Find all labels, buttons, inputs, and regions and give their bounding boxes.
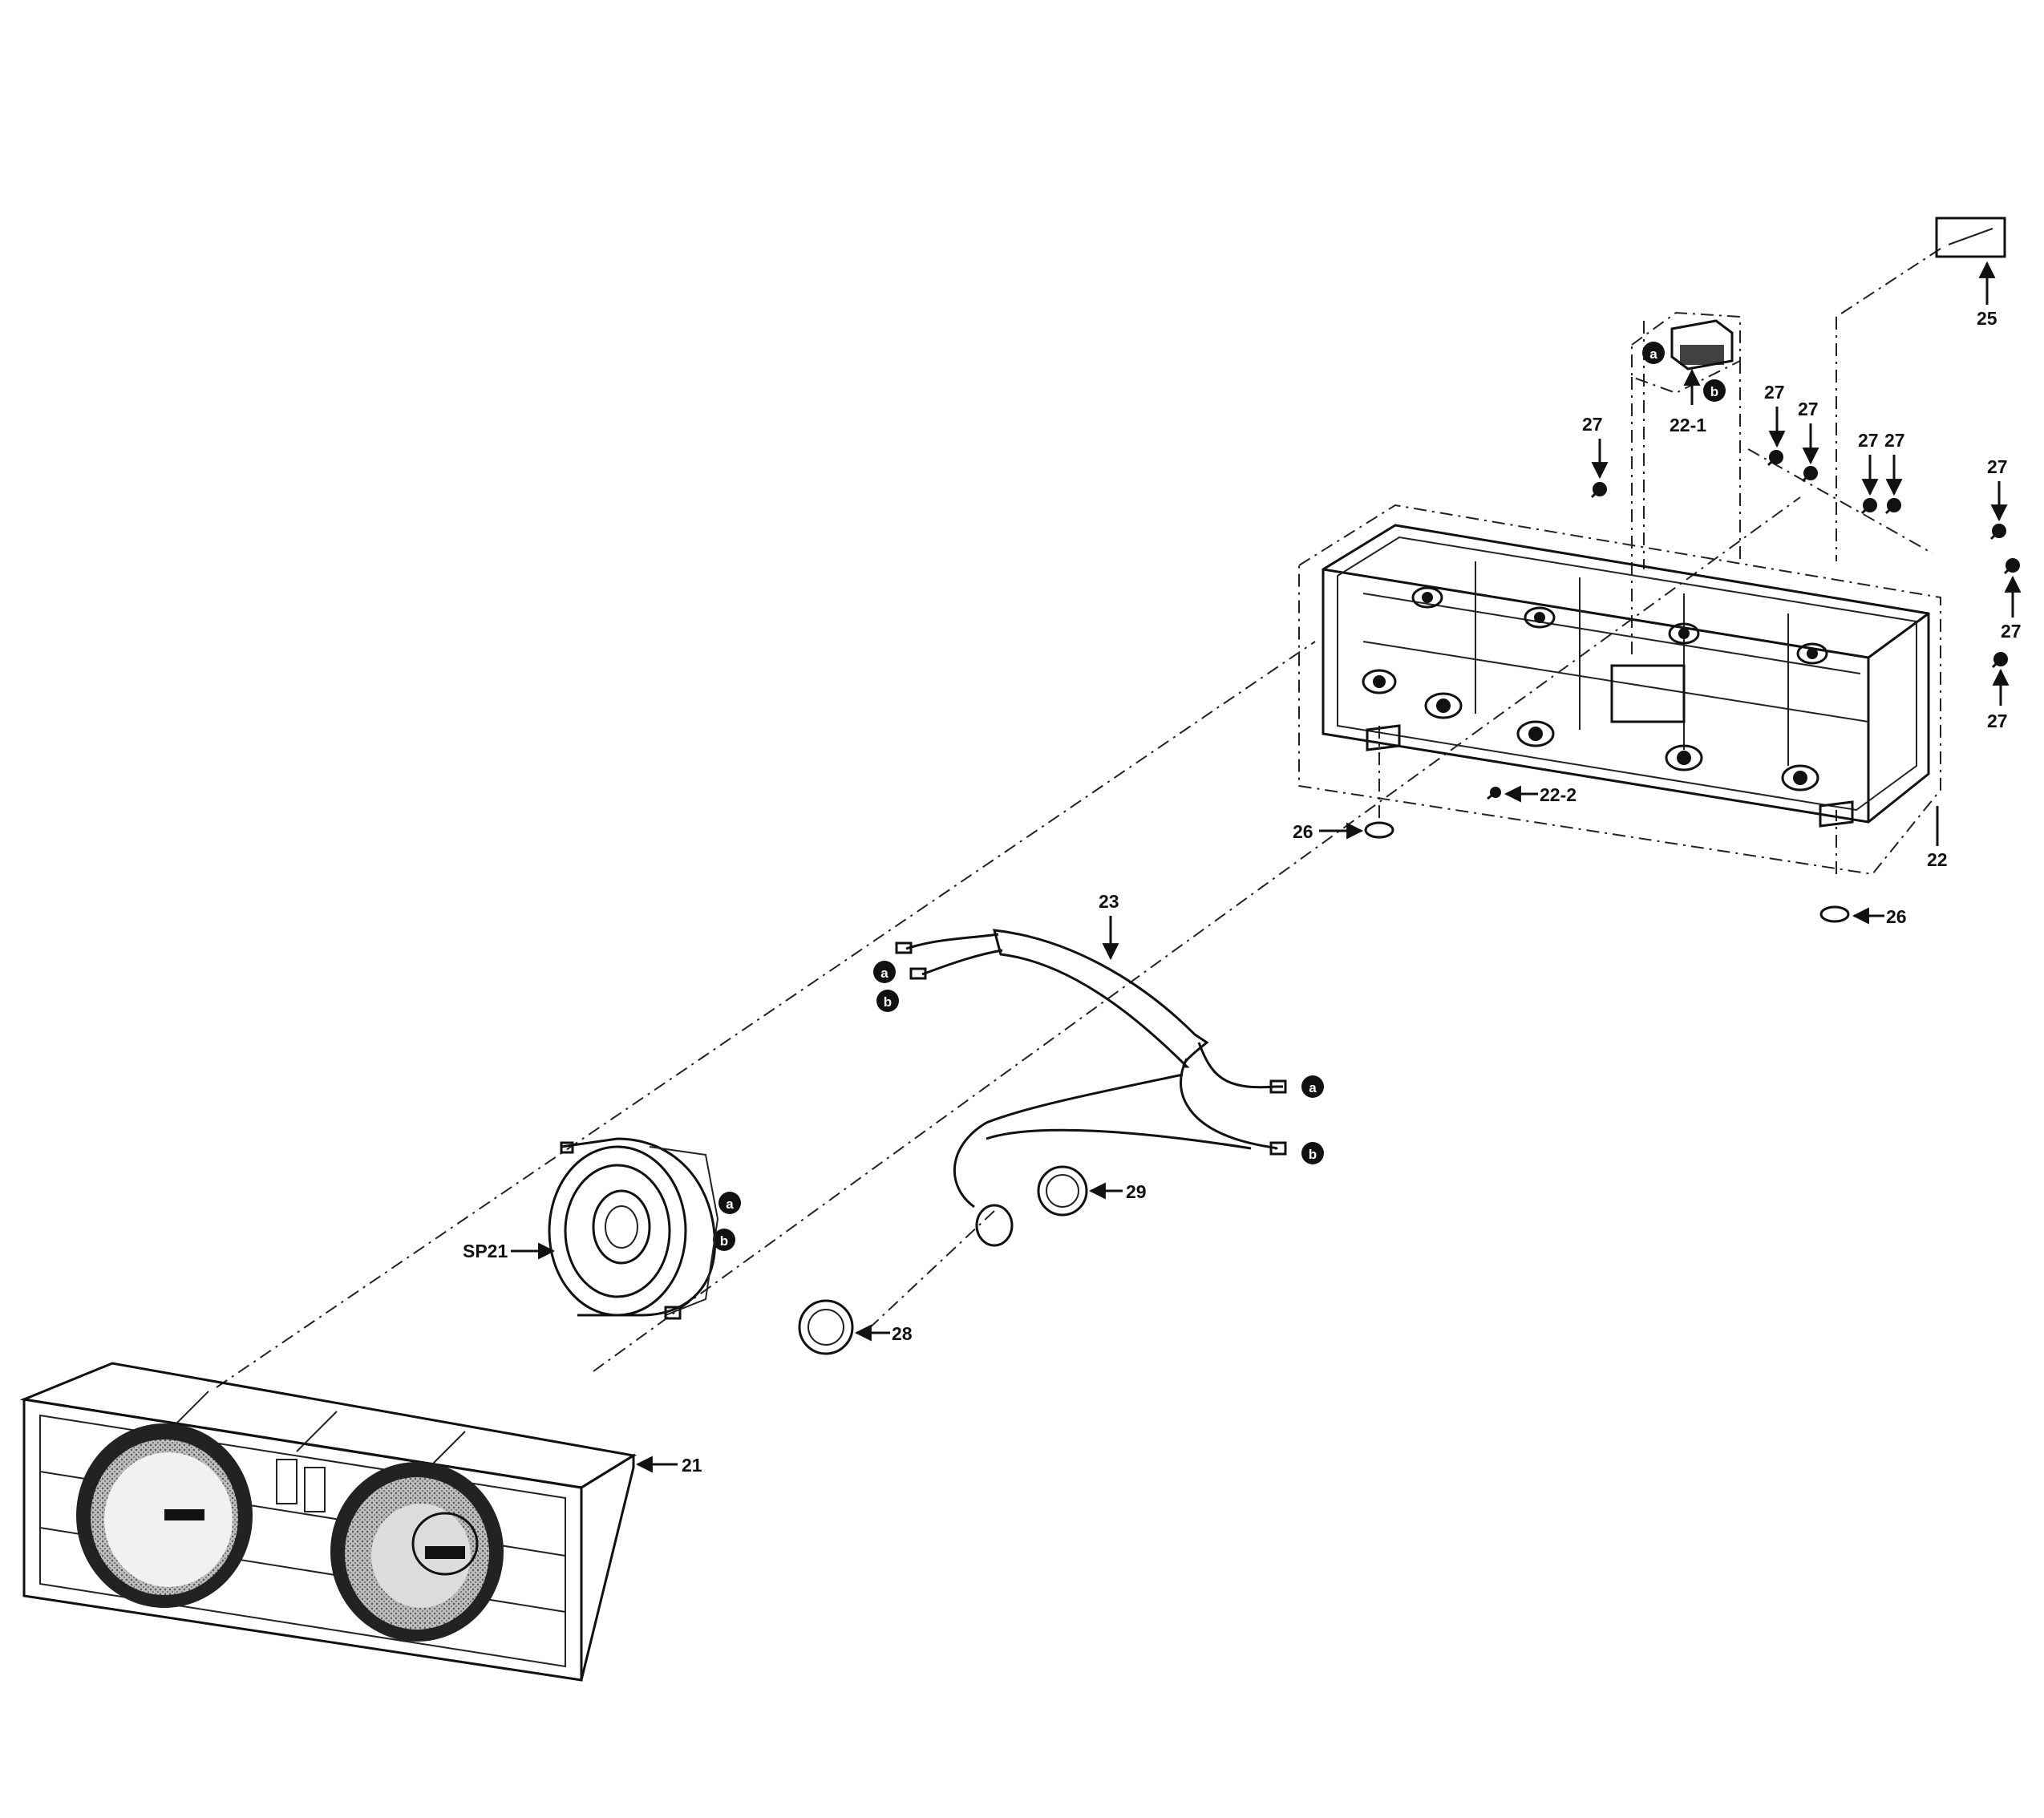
label-27-e: 27 <box>1884 430 1905 451</box>
screw-icon <box>1884 498 1901 515</box>
connector-marker-icon: a <box>1642 342 1665 364</box>
label-27-c: 27 <box>1798 399 1819 419</box>
label-26-a: 26 <box>1293 821 1313 842</box>
label-27-b: 27 <box>1764 382 1785 403</box>
label-27-d: 27 <box>1858 430 1879 451</box>
part-21-front-baffle <box>19 1362 637 1682</box>
screws-27 <box>1487 450 2020 800</box>
connector-marker-icon: a <box>718 1192 741 1214</box>
feet-26 <box>1364 821 1850 923</box>
part-23-wire-harness <box>895 929 1287 1247</box>
label-27-f: 27 <box>1987 456 2008 477</box>
marker-b-harness: b <box>884 994 892 1010</box>
label-29: 29 <box>1126 1181 1147 1202</box>
marker-a-harness: a <box>880 966 888 981</box>
label-28: 28 <box>892 1323 913 1344</box>
alignment-lines <box>216 248 1941 1388</box>
label-27-h: 27 <box>1987 711 2008 731</box>
screw-icon <box>1860 498 1877 515</box>
screw-icon <box>1767 450 1783 467</box>
connector-marker-icon: b <box>1301 1142 1324 1164</box>
marker-a-driver: a <box>726 1196 734 1212</box>
connector-marker-icon: a <box>1301 1075 1324 1098</box>
label-22: 22 <box>1927 849 1948 870</box>
part-22-enclosure <box>1298 504 1941 876</box>
label-21: 21 <box>682 1455 702 1476</box>
label-sp21: SP21 <box>463 1241 508 1261</box>
part-29-ring <box>1037 1165 1088 1217</box>
label-22-1: 22-1 <box>1670 415 1706 435</box>
connector-marker-icon: a <box>873 961 896 983</box>
label-27-g: 27 <box>2001 621 2022 642</box>
screw-icon <box>2003 558 2020 575</box>
connector-markers: a b a b a b a b <box>713 342 1726 1251</box>
part-25-label-plate <box>1935 217 2006 258</box>
label-23: 23 <box>1099 891 1119 912</box>
label-26-b: 26 <box>1886 906 1907 927</box>
label-27-a: 27 <box>1582 414 1603 435</box>
marker-b-top: b <box>1710 384 1718 399</box>
connector-marker-icon: b <box>713 1229 735 1251</box>
callouts: 25 22-1 27 27 27 27 27 27 27 27 22-2 22 … <box>463 261 2022 1476</box>
marker-b-driver: b <box>720 1233 728 1249</box>
marker-a-top: a <box>1649 346 1657 362</box>
part-sp21-driver <box>548 1137 719 1320</box>
label-25: 25 <box>1977 308 1997 329</box>
screw-icon <box>1590 482 1607 499</box>
screw-icon <box>1991 652 2008 669</box>
label-22-2: 22-2 <box>1540 784 1577 805</box>
connector-marker-icon: b <box>1703 379 1726 402</box>
screw-icon <box>1801 466 1818 483</box>
part-28-ring <box>798 1299 854 1355</box>
screw-icon <box>1989 524 2006 541</box>
marker-b-wire-end: b <box>1309 1147 1317 1162</box>
marker-a-wire-end: a <box>1309 1080 1317 1095</box>
screw-icon <box>1487 787 1501 800</box>
part-22-1-terminal-block <box>1631 311 1741 658</box>
connector-marker-icon: b <box>876 990 899 1012</box>
